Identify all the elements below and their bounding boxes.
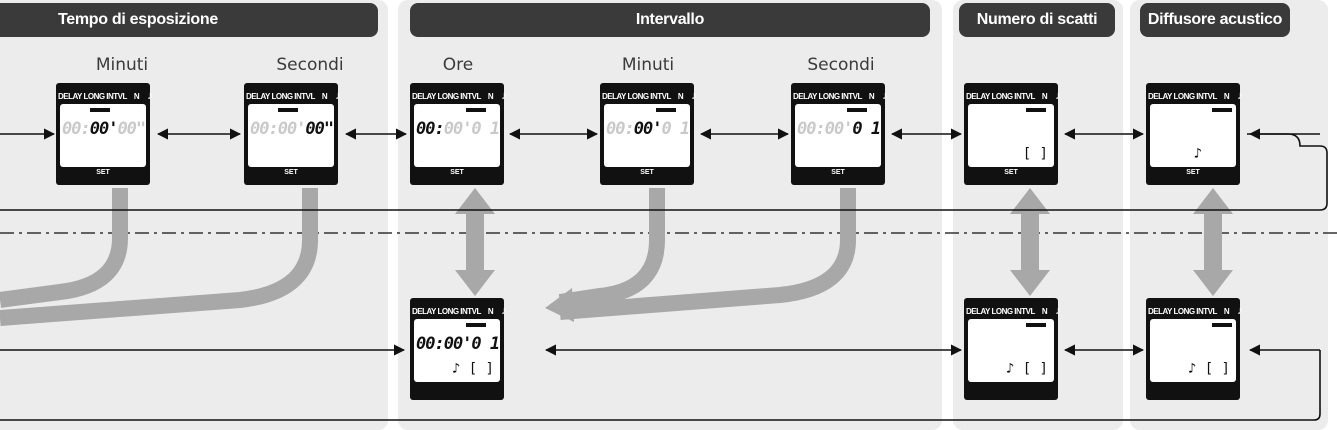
beeper-header: Diffusore acustico xyxy=(1140,3,1290,37)
updown-arrow-beeper xyxy=(1193,188,1233,296)
shots-header: Numero di scatti xyxy=(959,3,1115,37)
updown-arrow-shots xyxy=(1010,188,1050,296)
loop-top xyxy=(0,133,1328,211)
flow-arrow-int-sec xyxy=(559,188,856,320)
exposure-seconds-label: Secondi xyxy=(276,55,344,75)
interval-hours-label: Ore xyxy=(442,55,474,75)
flow-arrowhead-int xyxy=(545,288,574,322)
loop-bottom xyxy=(0,350,1321,421)
updown-arrow-interval xyxy=(455,188,495,296)
flow-arrow-int-min xyxy=(558,188,665,310)
flow-arrow-exp-min xyxy=(0,188,128,308)
exposure-minutes-label: Minuti xyxy=(95,55,149,75)
exposure-panel xyxy=(0,0,388,430)
exposure-header: Tempo di esposizione xyxy=(0,3,378,37)
interval-minutes-label: Minuti xyxy=(621,55,675,75)
interval-header: Intervallo xyxy=(410,3,930,37)
interval-seconds-label: Secondi xyxy=(807,55,875,75)
flow-arrow-exp-sec xyxy=(0,188,318,326)
